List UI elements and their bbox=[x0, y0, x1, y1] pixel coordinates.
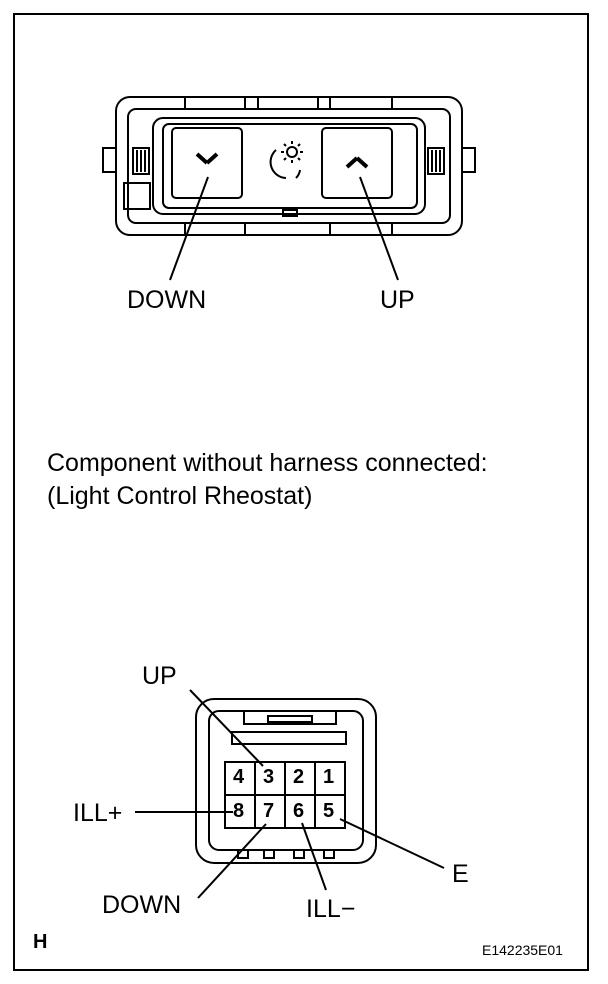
pin-6: 6 bbox=[293, 800, 305, 822]
figure-id: E142235E01 bbox=[482, 942, 563, 958]
ill-minus-leader-line bbox=[301, 822, 327, 891]
up-leader-line bbox=[359, 176, 399, 281]
pin-1: 1 bbox=[323, 766, 335, 788]
down-leader-line bbox=[169, 176, 209, 281]
connector-housing bbox=[195, 698, 377, 864]
ill-minus-label: ILL− bbox=[306, 895, 356, 923]
pin-2: 2 bbox=[293, 766, 305, 788]
footer-code: H bbox=[33, 931, 48, 953]
rheostat-switch-body bbox=[102, 96, 476, 236]
diagram-frame bbox=[13, 13, 589, 971]
pin-4: 4 bbox=[233, 766, 245, 788]
pin-5: 5 bbox=[323, 800, 335, 822]
down-button bbox=[171, 127, 243, 199]
dimmer-sun-icon bbox=[269, 141, 303, 179]
down-label: DOWN bbox=[127, 286, 207, 314]
connector-pin-grid bbox=[224, 761, 346, 829]
ill-plus-label: ILL+ bbox=[73, 799, 123, 827]
pin-7: 7 bbox=[263, 800, 275, 822]
caption-line-1: Component without harness connected: bbox=[47, 449, 488, 477]
down-pin-leader-line bbox=[197, 823, 267, 899]
caption-line-2: (Light Control Rheostat) bbox=[47, 482, 313, 510]
pin-8: 8 bbox=[233, 800, 245, 822]
e-label: E bbox=[452, 860, 469, 888]
up-pin-leader-line bbox=[189, 689, 264, 767]
connector-up-label: UP bbox=[142, 662, 177, 690]
e-leader-line bbox=[339, 818, 445, 869]
pin-3: 3 bbox=[263, 766, 275, 788]
up-button bbox=[321, 127, 393, 199]
up-label: UP bbox=[380, 286, 415, 314]
connector-down-label: DOWN bbox=[102, 891, 182, 919]
